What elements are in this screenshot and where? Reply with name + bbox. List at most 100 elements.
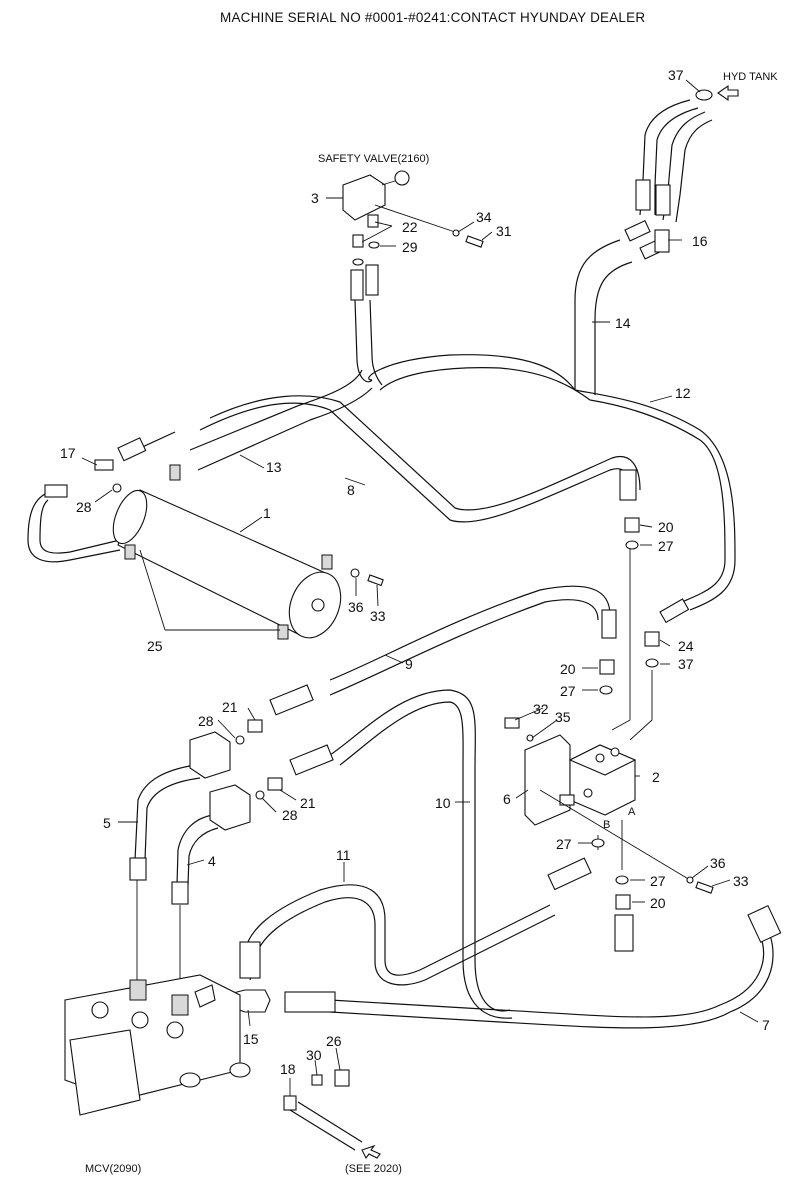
leader-32 xyxy=(514,707,544,721)
bracket-bottom xyxy=(277,624,289,640)
pipe11-fitting xyxy=(239,941,261,979)
leader-33-low xyxy=(711,879,731,887)
accumulator-end-rear xyxy=(112,489,148,545)
pipe9-fitting xyxy=(601,609,617,639)
mcv-cap-a xyxy=(179,1072,201,1088)
leader-1 xyxy=(239,516,263,533)
pipe-8-b xyxy=(209,395,641,511)
adapter-20-mid xyxy=(599,659,615,675)
callout-33-top: 33 xyxy=(370,608,386,624)
tank-hose-a2 xyxy=(654,107,699,215)
callout-35: 35 xyxy=(555,709,571,725)
pipe13-fitting xyxy=(117,437,147,462)
safety-valve-knob xyxy=(394,170,410,186)
safety-valve-3 xyxy=(342,170,484,266)
pipe7-hose-end xyxy=(284,991,336,1013)
bolt-33-top xyxy=(367,574,384,587)
oring-28-low xyxy=(255,790,265,800)
leader-7 xyxy=(739,1011,759,1023)
label-port-b: B xyxy=(603,819,610,831)
leader-28-top xyxy=(94,489,113,503)
pipe-9-b xyxy=(329,599,599,696)
pipe-13 xyxy=(189,369,363,451)
callout-26: 26 xyxy=(326,1033,342,1049)
pipe-13-b xyxy=(197,387,373,471)
flange-4 xyxy=(209,784,251,831)
bracket-left xyxy=(124,544,136,560)
leader-4 xyxy=(186,859,205,866)
pipe4-end xyxy=(171,881,189,905)
pipe-7 xyxy=(329,934,765,1018)
callout-16: 16 xyxy=(692,233,708,249)
leader-17 xyxy=(81,457,98,466)
label-hyd-tank: HYD TANK xyxy=(723,71,778,83)
adapter-21-top xyxy=(247,719,263,733)
callout-27-b: 27 xyxy=(556,836,572,852)
washer-35 xyxy=(526,734,534,742)
hyd-tank-arrow xyxy=(717,84,739,102)
hose-14-b xyxy=(594,261,633,395)
callout-27-mid: 27 xyxy=(560,683,576,699)
leader-31 xyxy=(481,231,493,241)
plate-6 xyxy=(524,734,571,826)
leader-6 xyxy=(515,789,529,799)
leader-9 xyxy=(384,654,404,664)
bolt-32 xyxy=(504,717,520,729)
pipe-12 xyxy=(368,354,736,611)
fittings xyxy=(44,89,782,1111)
tee-17 xyxy=(94,459,114,471)
pipe-9 xyxy=(329,585,611,681)
callout-36-top: 36 xyxy=(348,599,364,615)
line-20-to-block xyxy=(611,545,631,731)
bracket-top xyxy=(169,464,181,481)
mcv-port-b xyxy=(171,994,189,1016)
callout-33-low: 33 xyxy=(733,873,749,889)
pipe-10 xyxy=(329,689,511,1012)
oring-29a xyxy=(352,258,364,266)
pipe10-end-fitting xyxy=(289,744,334,776)
pipe-5 xyxy=(134,764,196,861)
tee-16 xyxy=(654,229,670,253)
pipe-10-b xyxy=(339,701,513,1019)
header-title: MACHINE SERIAL NO #0001-#0241:CONTACT HY… xyxy=(220,10,645,25)
bracket-right xyxy=(321,554,333,570)
callout-36-low: 36 xyxy=(710,855,726,871)
leader-34 xyxy=(374,204,456,233)
adapter-20-low xyxy=(615,894,631,910)
accumulator-1 xyxy=(112,464,342,640)
oring-27-top xyxy=(625,540,639,550)
callout-21-low: 21 xyxy=(300,795,316,811)
callout-1: 1 xyxy=(263,505,271,521)
mcv-spool-a xyxy=(91,1001,109,1019)
leader-12 xyxy=(649,395,673,403)
callout-28-low: 28 xyxy=(282,807,298,823)
leader-30 xyxy=(314,1059,318,1076)
tank-hose-b2 xyxy=(675,119,713,223)
block-port-top-a xyxy=(595,753,605,763)
mcv-2090 xyxy=(64,974,251,1116)
bolt-31 xyxy=(465,235,484,248)
block-port-top-b xyxy=(610,747,620,757)
pipe-7-b xyxy=(329,934,774,1029)
oring-28-top xyxy=(112,483,122,493)
callout-5: 5 xyxy=(103,815,111,831)
leader-28-low xyxy=(261,797,277,813)
callout-21-top: 21 xyxy=(222,699,238,715)
tank-hose-fitting-b xyxy=(655,184,671,216)
leader-26 xyxy=(335,1047,341,1071)
pipe-8 xyxy=(199,402,631,523)
leader-24 xyxy=(659,639,671,647)
pipe5-end xyxy=(129,857,147,881)
sv-hose-a xyxy=(354,299,373,383)
hose-14-a xyxy=(574,239,621,390)
pipe-4 xyxy=(176,814,214,886)
sv-hose-b xyxy=(369,299,383,386)
sv-hose-fitting-b xyxy=(365,264,379,296)
callout-20-mid: 20 xyxy=(560,661,576,677)
pipe-11-b xyxy=(255,897,556,986)
callout-7: 7 xyxy=(762,1017,770,1033)
mcv-cap-b xyxy=(229,1062,251,1078)
callout-20-top: 20 xyxy=(658,519,674,535)
